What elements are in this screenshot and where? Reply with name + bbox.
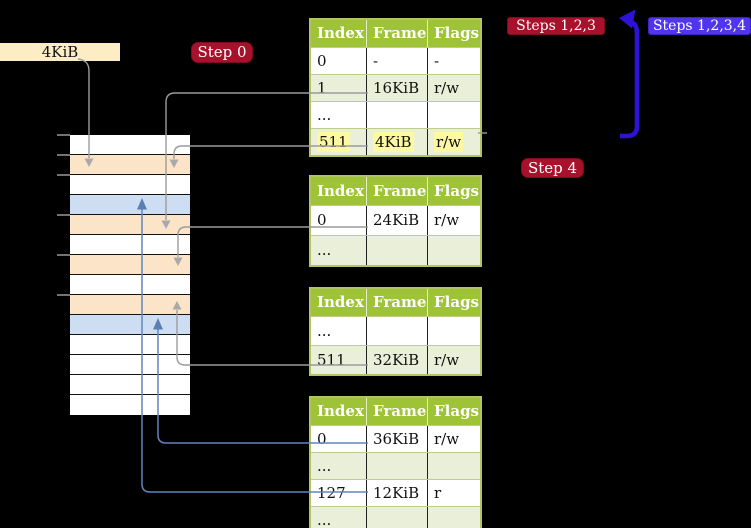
memory-row — [70, 195, 190, 215]
cell — [367, 507, 428, 528]
column-header: Frame — [367, 289, 428, 316]
highlighted-value: 4KiB — [373, 132, 414, 152]
page-table-1: Index Frame Flags 0 - - 1 16KiB r/w ... … — [309, 18, 482, 157]
memory-row — [70, 315, 190, 335]
page-size-label: 4KiB — [0, 43, 120, 61]
cell: ... — [311, 453, 367, 479]
step0-badge: Step 0 — [191, 42, 253, 63]
cell: - — [367, 48, 428, 74]
cell — [428, 453, 480, 479]
steps1234-badge: Steps 1,2,3,4 — [648, 17, 751, 35]
cell: 32KiB — [367, 346, 428, 374]
highlighted-value: r/w — [434, 132, 464, 152]
memory-row — [70, 215, 190, 235]
table-row: 0 36KiB r/w — [311, 426, 480, 453]
cell: 511 — [311, 346, 367, 374]
page-table-4: Index Frame Flags 0 36KiB r/w ... 127 12… — [309, 396, 482, 528]
column-header: Flags — [434, 402, 479, 420]
cell: 24KiB — [367, 206, 428, 235]
memory-row — [70, 355, 190, 375]
cell: - — [434, 52, 440, 70]
column-header: Flags — [434, 182, 479, 200]
memory-row — [70, 155, 190, 175]
column-header: Frame — [367, 398, 428, 425]
cell: r/w — [434, 79, 460, 97]
table-row: 511 32KiB r/w — [311, 346, 480, 374]
column-header: Index — [311, 289, 367, 316]
cell: ... — [311, 236, 367, 265]
table-row: ... — [311, 317, 480, 346]
cell — [428, 317, 480, 345]
column-header: Index — [311, 177, 367, 205]
page-table-3: Index Frame Flags ... 511 32KiB r/w — [309, 287, 482, 376]
table-header-row: Index Frame Flags — [311, 398, 480, 426]
table-row: ... — [311, 507, 480, 528]
cell — [367, 236, 428, 265]
steps-loop-arrow-icon — [619, 9, 640, 139]
cell: 511 — [311, 129, 367, 155]
cell: ... — [311, 317, 367, 345]
memory-row — [70, 335, 190, 355]
cell: 0 — [311, 426, 367, 452]
table-row: 1 16KiB r/w — [311, 75, 480, 102]
cell: r — [434, 484, 442, 502]
table-header-row: Index Frame Flags — [311, 20, 480, 48]
cell — [367, 317, 428, 345]
steps123-badge: Steps 1,2,3 — [507, 17, 605, 35]
cell: 0 — [311, 206, 367, 235]
memory-row — [70, 275, 190, 295]
cell: r/w — [434, 430, 460, 448]
memory-row — [70, 395, 190, 415]
table-row: 0 24KiB r/w — [311, 206, 480, 236]
cell — [428, 236, 480, 265]
column-header: Frame — [367, 20, 428, 47]
cell: r/w — [434, 211, 460, 229]
table-row: 0 - - — [311, 48, 480, 75]
cell — [428, 102, 480, 128]
memory-row — [70, 235, 190, 255]
cell — [367, 453, 428, 479]
table-row: 127 12KiB r — [311, 480, 480, 507]
highlighted-value: 511 — [317, 132, 350, 152]
column-header: Index — [311, 398, 367, 425]
column-header: Flags — [434, 293, 479, 311]
table-header-row: Index Frame Flags — [311, 177, 480, 206]
cell: ... — [311, 507, 367, 528]
table-header-row: Index Frame Flags — [311, 289, 480, 317]
cell: 1 — [311, 75, 367, 101]
memory-row — [70, 175, 190, 195]
column-header: Flags — [434, 24, 479, 42]
column-header: Frame — [367, 177, 428, 205]
column-header: Index — [311, 20, 367, 47]
cell: 0 — [311, 48, 367, 74]
table-row: ... — [311, 453, 480, 480]
page-table-2: Index Frame Flags 0 24KiB r/w ... — [309, 175, 482, 267]
cell: r/w — [428, 129, 480, 155]
cell — [367, 102, 428, 128]
memory-row — [70, 135, 190, 155]
cell — [428, 507, 480, 528]
address-tick-marks — [57, 134, 70, 296]
cell: 127 — [311, 480, 367, 506]
step4-badge: Step 4 — [521, 158, 584, 178]
memory-row — [70, 255, 190, 275]
memory-row — [70, 295, 190, 315]
cell: r/w — [434, 351, 460, 369]
cell: 12KiB — [367, 480, 428, 506]
cell: 4KiB — [367, 129, 428, 155]
cell: ... — [311, 102, 367, 128]
table-row: ... — [311, 102, 480, 129]
cell: 36KiB — [367, 426, 428, 452]
table-row-highlighted: 511 4KiB r/w — [311, 129, 480, 155]
cell: 16KiB — [367, 75, 428, 101]
memory-row — [70, 375, 190, 395]
physical-memory-strip — [70, 135, 190, 415]
table-row: ... — [311, 236, 480, 265]
